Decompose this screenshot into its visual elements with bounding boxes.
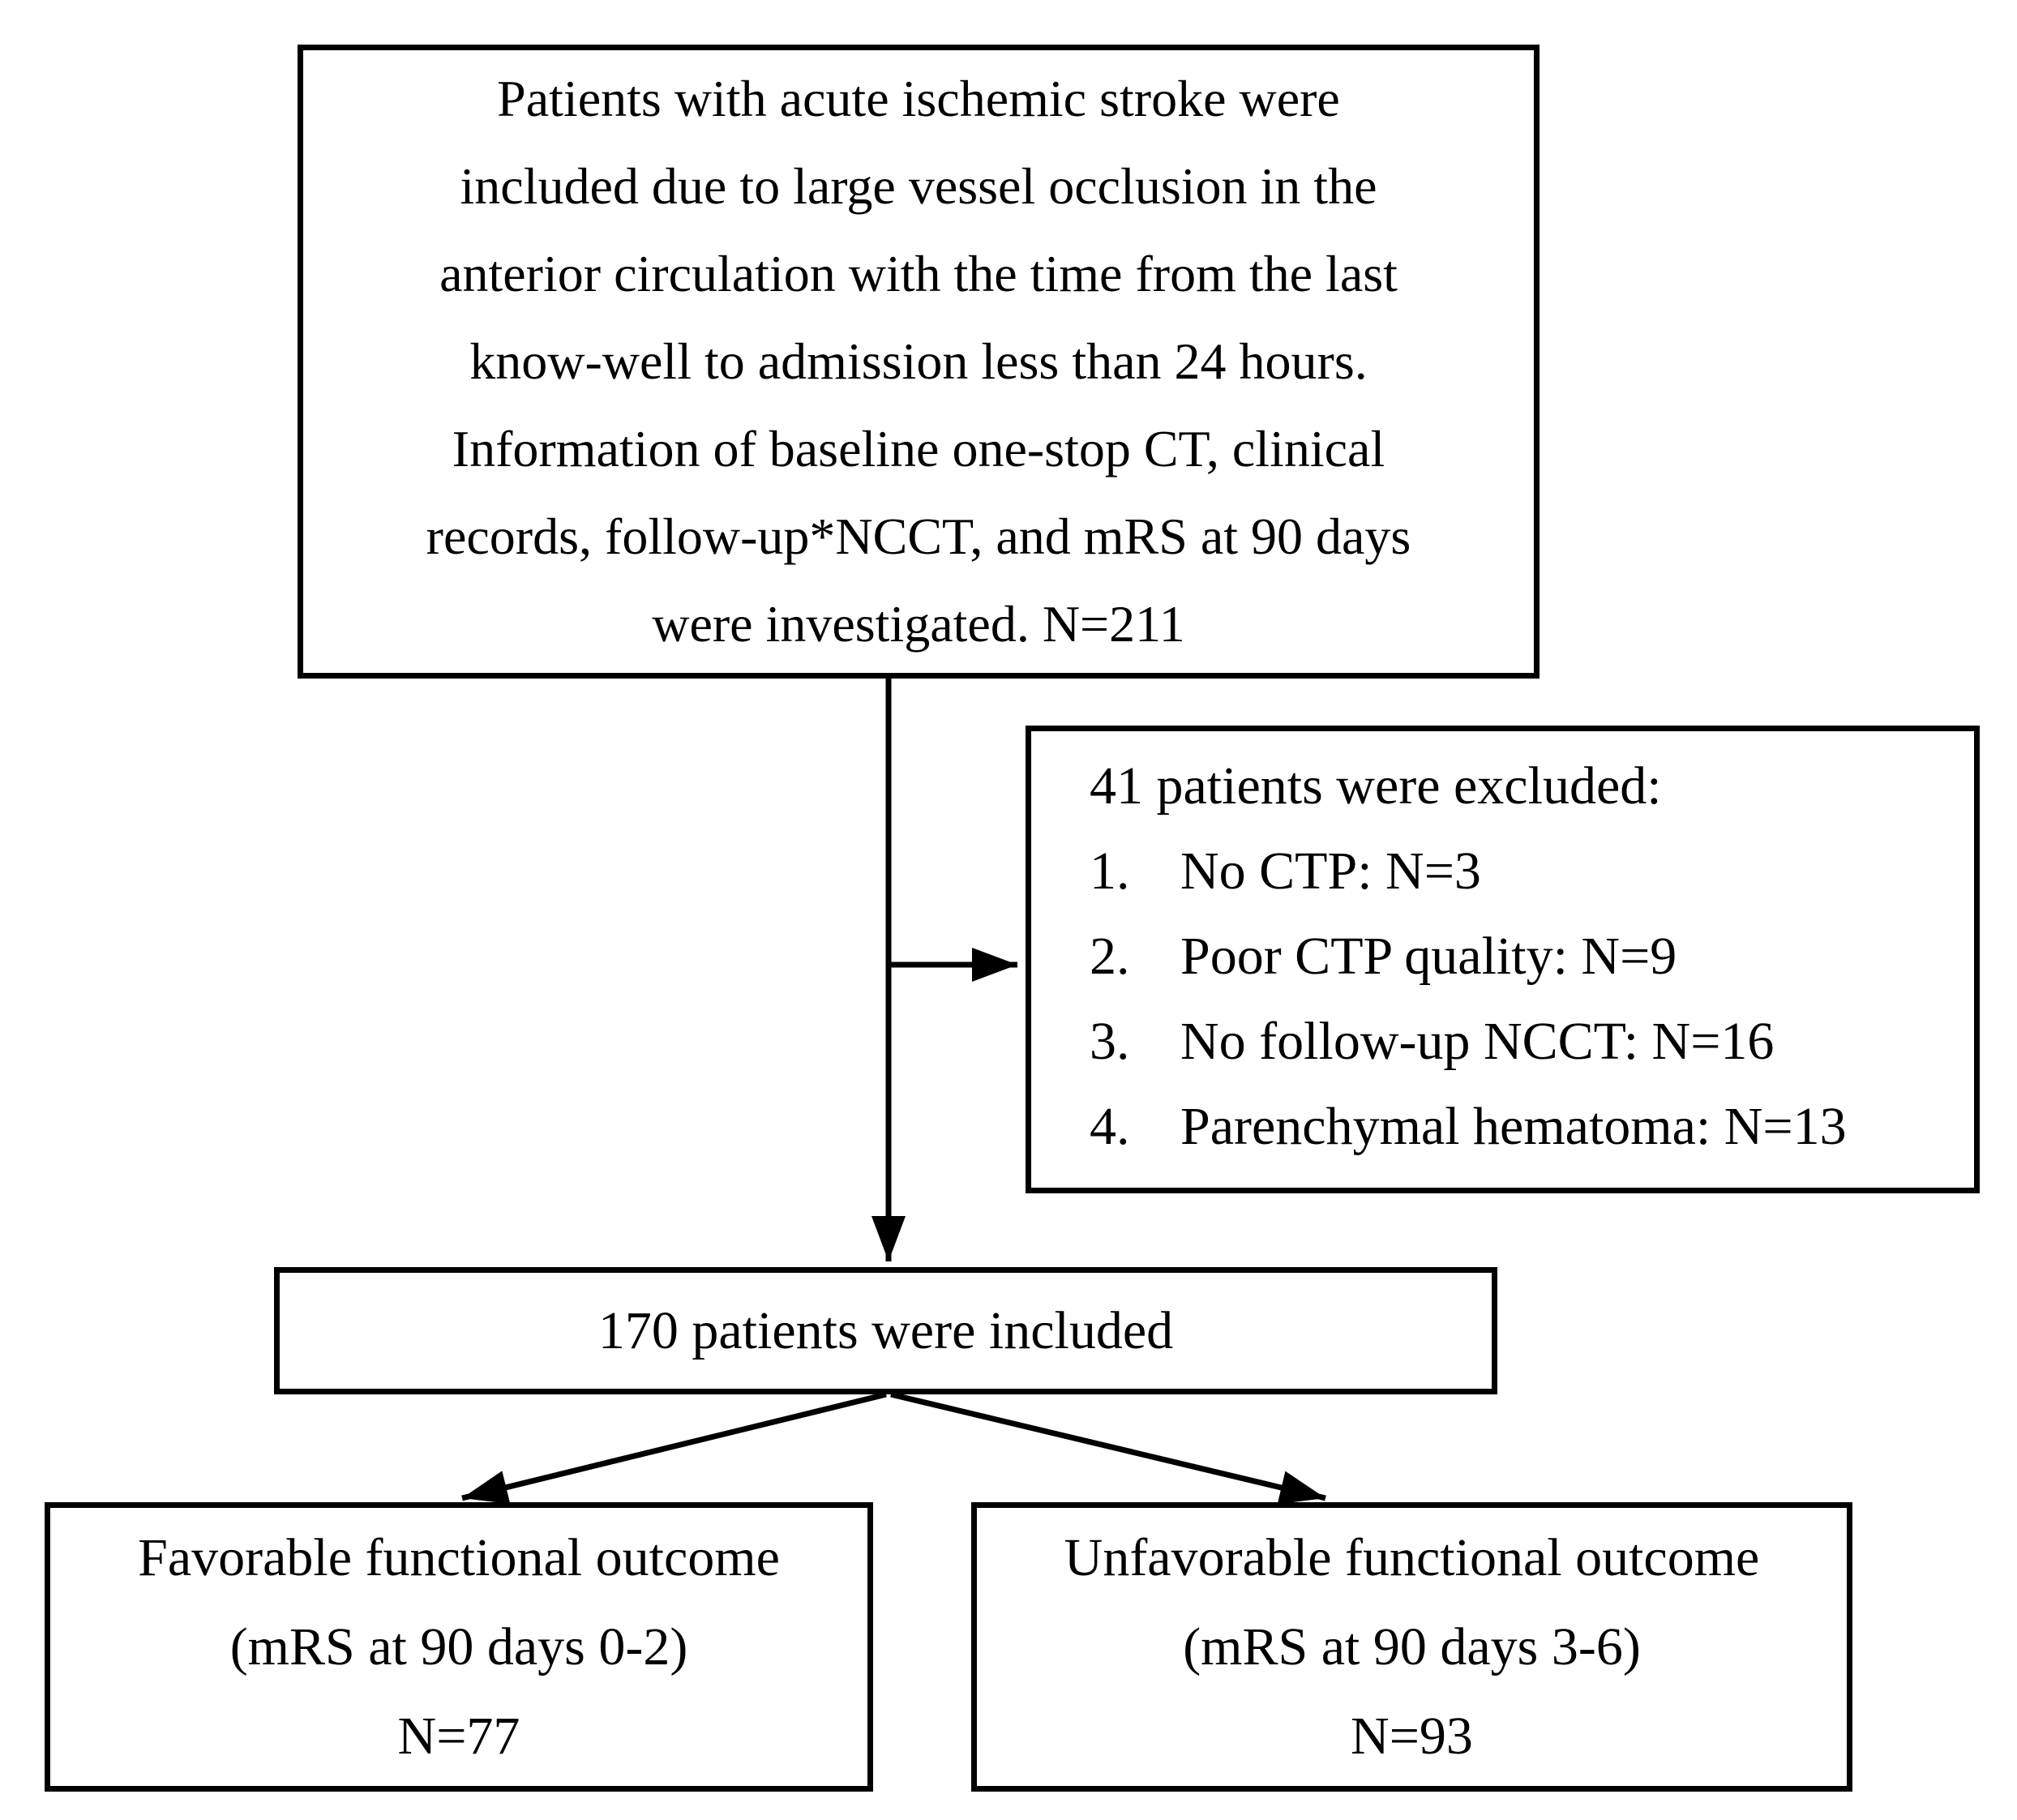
exclusion-item-number: 1. [1090, 841, 1130, 901]
favorable-outcome-box: Favorable functional outcome (mRS at 90 … [45, 1502, 873, 1792]
exclusion-item-number: 2. [1090, 927, 1130, 986]
eligibility-box: Patients with acute ischemic stroke were… [298, 45, 1540, 679]
arrow-included-to-unfavorable [890, 1391, 1326, 1505]
exclusion-item-text: Poor CTP quality: N=9 [1180, 927, 1677, 986]
exclusion-item-text: Parenchymal hematoma: N=13 [1180, 1097, 1847, 1156]
exclusion-box: 41 patients were excluded: 1. No CTP: N=… [1026, 726, 1980, 1193]
exclusion-item-text: No CTP: N=3 [1180, 841, 1481, 901]
exclusion-item: 1. No CTP: N=3 [1031, 829, 1959, 914]
exclusion-item: 3. No follow-up NCCT: N=16 [1031, 999, 1959, 1084]
included-text: 170 patients were included [597, 1300, 1174, 1360]
exclusion-header: 41 patients were excluded: [1090, 756, 1662, 816]
exclusion-item-number: 4. [1090, 1097, 1130, 1156]
favorable-outcome-text: Favorable functional outcome (mRS at 90 … [138, 1527, 780, 1766]
exclusion-item-number: 3. [1090, 1012, 1130, 1071]
exclusion-item: 4. Parenchymal hematoma: N=13 [1031, 1084, 1959, 1169]
unfavorable-outcome-box: Unfavorable functional outcome (mRS at 9… [971, 1502, 1852, 1792]
exclusion-item: 2. Poor CTP quality: N=9 [1031, 914, 1959, 999]
eligibility-text: Patients with acute ischemic stroke were… [426, 70, 1411, 653]
exclusion-item-text: No follow-up NCCT: N=16 [1180, 1012, 1775, 1071]
included-box: 170 patients were included [274, 1267, 1497, 1394]
unfavorable-outcome-text: Unfavorable functional outcome (mRS at 9… [1064, 1527, 1760, 1766]
arrow-included-to-favorable [461, 1391, 887, 1505]
